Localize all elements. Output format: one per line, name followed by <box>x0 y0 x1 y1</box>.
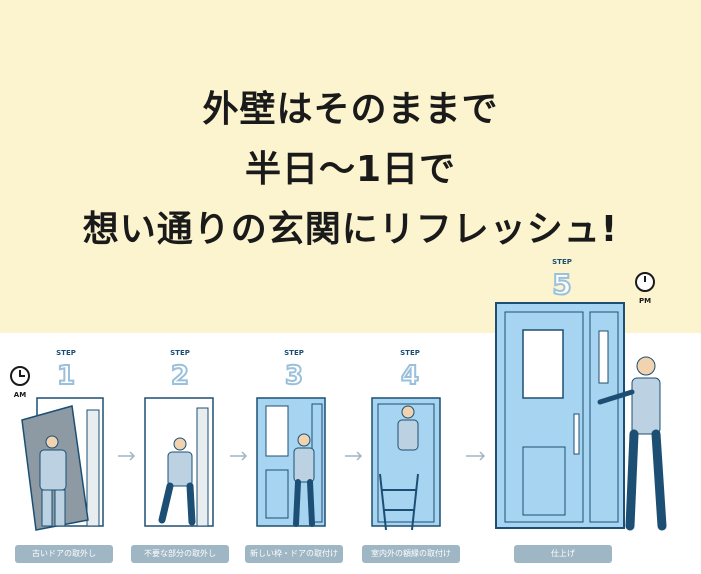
step-number: 2 <box>171 361 189 391</box>
arrow-right-icon <box>345 451 363 461</box>
step-number: 3 <box>285 361 303 391</box>
step-marker-5: STEP 5 <box>551 258 572 302</box>
step-4-caption: 室内外の額縁の取付け <box>362 545 460 563</box>
step-number: 4 <box>401 361 419 391</box>
step-word: STEP <box>284 349 304 357</box>
step-5-illustration <box>495 302 667 531</box>
step-3-caption: 新しい枠・ドアの取付け <box>245 545 343 563</box>
step-marker-2: STEP 2 <box>170 349 190 392</box>
arrows <box>118 451 486 461</box>
step-marker-3: STEP 3 <box>284 349 304 392</box>
step-word: STEP <box>400 349 420 357</box>
step-number: 5 <box>552 268 571 301</box>
step-5-caption: 仕上げ <box>514 545 612 563</box>
step-4-illustration <box>371 397 441 531</box>
yellow-banner <box>0 0 701 333</box>
step-word: STEP <box>56 349 76 357</box>
step-number: 1 <box>57 361 75 391</box>
step-1-caption: 古いドアの取外し <box>15 545 113 563</box>
step-word: STEP <box>170 349 190 357</box>
step-word: STEP <box>552 258 572 266</box>
headline-line-2: 半日〜1日で <box>244 149 457 190</box>
step-marker-1: STEP 1 <box>56 349 76 392</box>
headline-line-1: 外壁はそのままで <box>202 89 499 130</box>
clock-am-icon: AM <box>10 366 30 399</box>
arrow-right-icon <box>230 451 248 461</box>
arrow-right-icon <box>118 451 136 461</box>
step-2-caption: 不要な部分の取外し <box>131 545 229 563</box>
clock-am-label: AM <box>14 391 26 399</box>
step-1-illustration <box>21 397 104 531</box>
headline-line-3: 想い通りの玄関にリフレッシュ! <box>82 209 619 250</box>
step-3-illustration <box>256 397 326 527</box>
arrow-right-icon <box>466 451 486 461</box>
step-marker-4: STEP 4 <box>400 349 420 392</box>
clock-pm-label: PM <box>639 297 651 305</box>
clock-pm-icon: PM <box>635 272 655 305</box>
step-2-illustration <box>144 397 214 527</box>
